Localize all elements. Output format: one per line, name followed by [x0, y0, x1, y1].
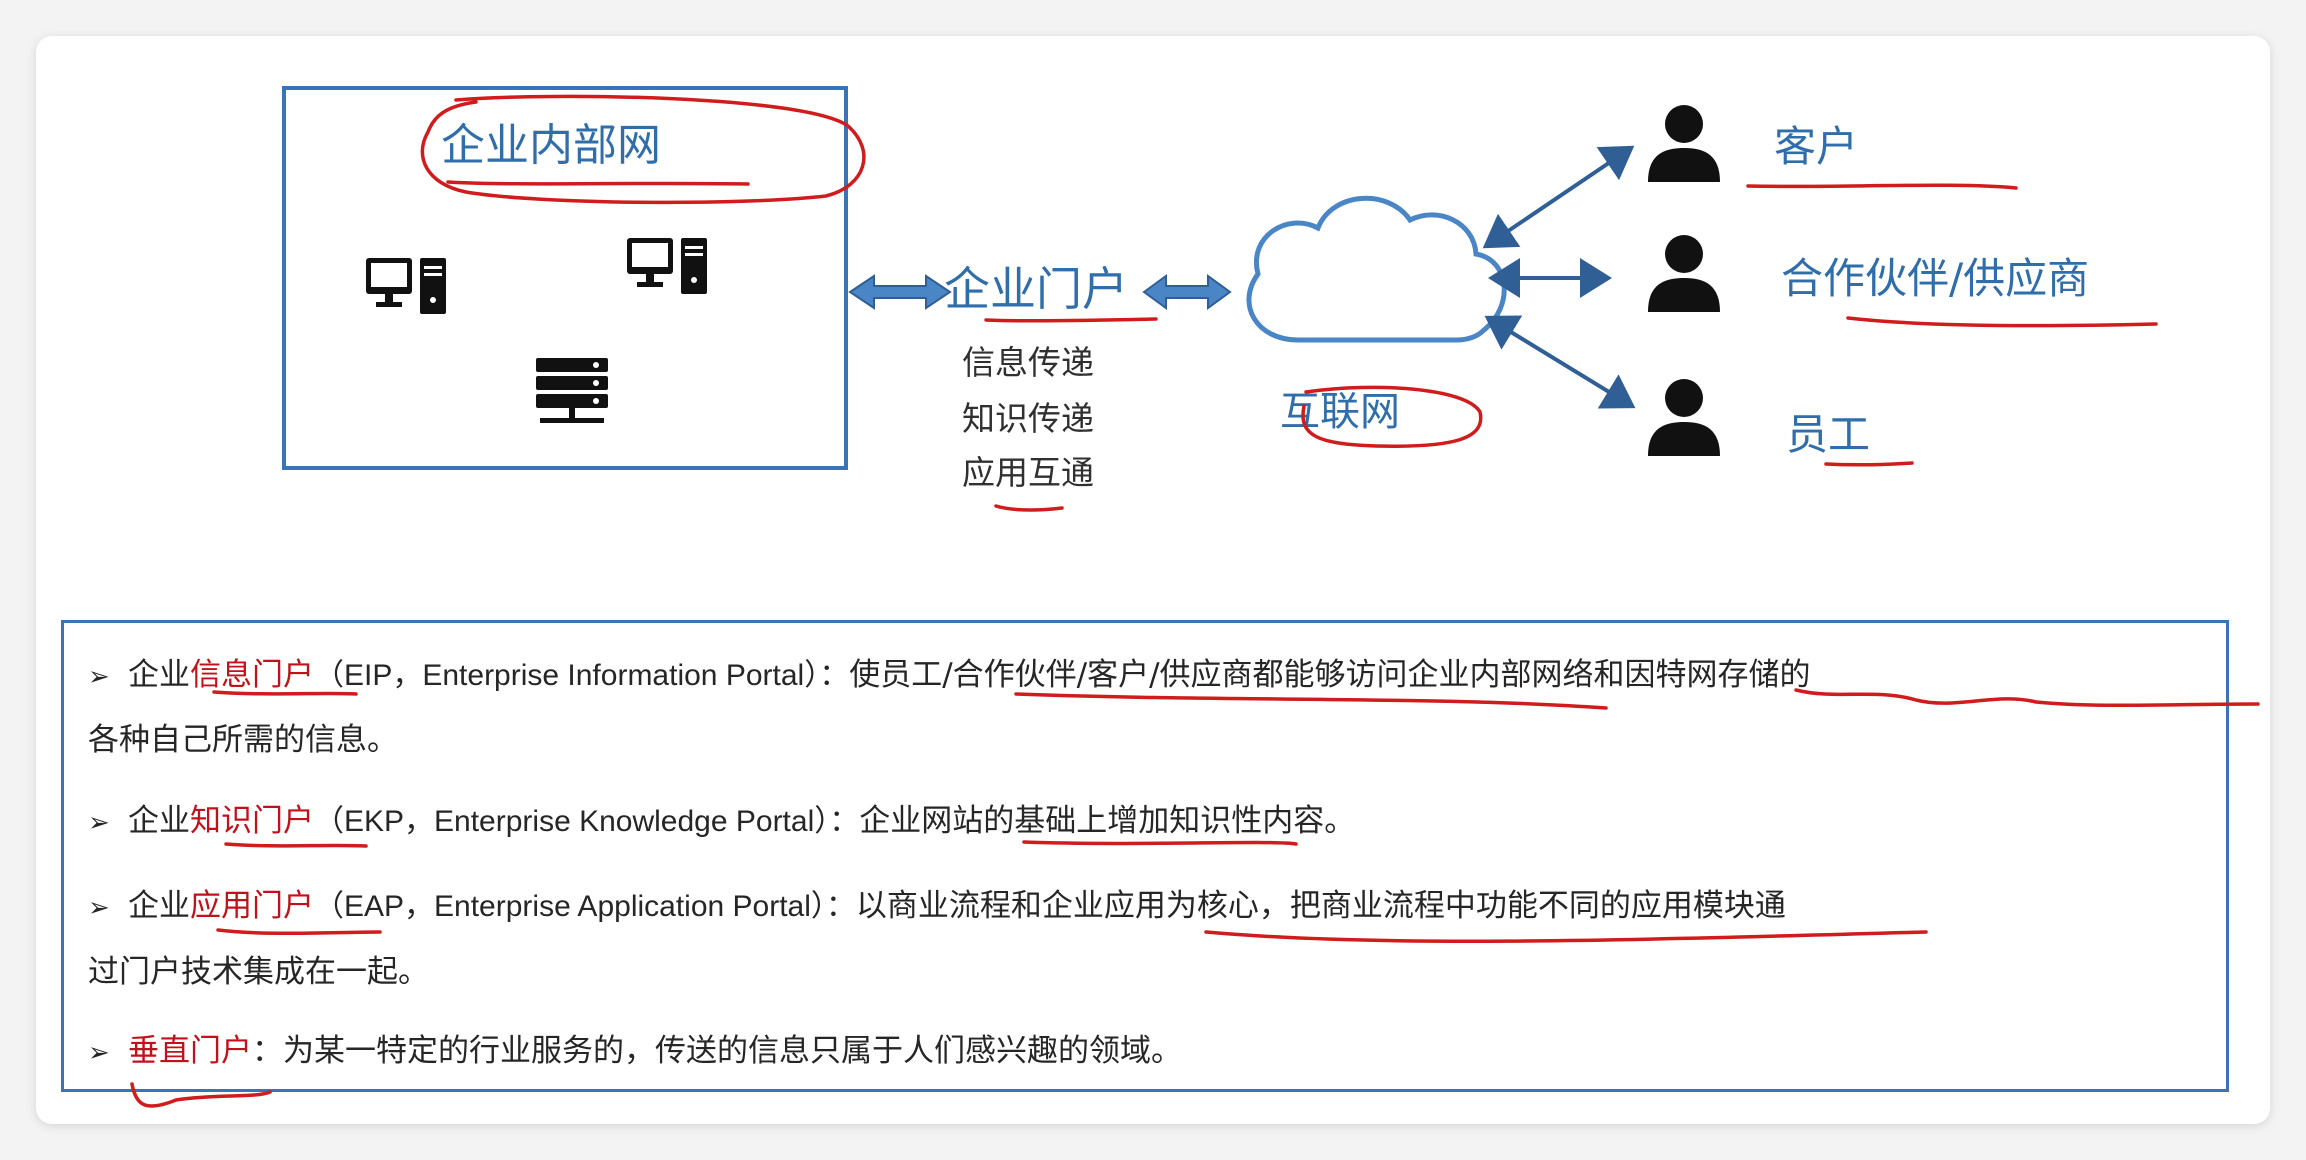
definition-abbrev: （EKP，Enterprise Knowledge Portal）：	[314, 805, 860, 838]
definition-desc: 使员工/合作伙伴/客户/供应商都能够访问企业内部网络和因特网存储的	[849, 657, 1811, 693]
cloud-icon	[1246, 195, 1507, 343]
definition-prefix: 企业	[128, 888, 190, 924]
double-arrow-intranet-portal	[848, 274, 952, 310]
portal-function-knowledge: 知识传递	[962, 399, 1094, 438]
definition-term: 知识门户	[190, 803, 314, 839]
definition-abbrev: （EAP，Enterprise Application Portal）：	[314, 890, 856, 923]
double-arrow-portal-internet	[1142, 274, 1232, 310]
arrow-to-customer	[1482, 145, 1635, 249]
definition-prefix: 企业	[128, 657, 190, 693]
portal-function-application: 应用互通	[962, 453, 1094, 492]
definition-desc: 以商业流程和企业应用为核心，把商业流程中功能不同的应用模块通	[855, 888, 1786, 924]
user-customer-label: 客户	[1774, 122, 1859, 171]
definition-desc: 为某一特定的行业服务的，传送的信息只属于人们感兴趣的领域。	[283, 1033, 1182, 1069]
definition-term: 应用门户	[190, 888, 314, 924]
definition-term: 垂直门户	[128, 1033, 252, 1069]
bullet-arrow-icon: ➢	[88, 1038, 110, 1068]
slide: 企业内部网 企业门户 信息传递 知识传递 应用互通 互联网 客户 合作伙伴/供应…	[36, 36, 2270, 1124]
definition-abbrev: ：	[252, 1033, 283, 1069]
intranet-frame	[282, 86, 848, 470]
definition-eap: ➢ 企业应用门户（EAP，Enterprise Application Porta…	[88, 891, 1786, 922]
user-employee-label: 员工	[1786, 410, 1871, 459]
person-icon	[1648, 105, 1720, 182]
intranet-label: 企业内部网	[441, 120, 661, 171]
definition-ekp: ➢ 企业知识门户（EKP，Enterprise Knowledge Portal）…	[88, 806, 1355, 837]
user-partner-label: 合作伙伴/供应商	[1781, 254, 2090, 303]
bullet-arrow-icon: ➢	[88, 662, 110, 692]
desktop-computer-icon	[627, 238, 707, 294]
bullet-arrow-icon: ➢	[88, 808, 110, 838]
bullet-arrow-icon: ➢	[88, 893, 110, 923]
definitions-box: ➢企业信息门户（EIP，Enterprise Information Porta…	[61, 620, 2229, 1092]
portal-diagram: 企业内部网 企业门户 信息传递 知识传递 应用互通 互联网 客户 合作伙伴/供应…	[36, 36, 2270, 616]
arrow-to-employee	[1484, 315, 1636, 409]
internet-label: 互联网	[1280, 389, 1400, 435]
definition-vertical: ➢ 垂直门户：为某一特定的行业服务的，传送的信息只属于人们感兴趣的领域。	[88, 1036, 1182, 1067]
person-icon	[1648, 235, 1720, 312]
definition-desc: 企业网站的基础上增加知识性内容。	[859, 803, 1356, 839]
definition-term: 信息门户	[190, 657, 314, 693]
definition-eap-cont: 过门户技术集成在一起。	[88, 954, 429, 990]
desktop-computer-icon	[366, 258, 446, 314]
definition-prefix: 企业	[128, 803, 190, 839]
portal-function-info: 信息传递	[962, 343, 1094, 382]
portal-label: 企业门户	[944, 262, 1128, 316]
definition-eip-cont: 各种自己所需的信息。	[88, 722, 398, 758]
server-rack-icon	[536, 358, 608, 423]
definition-abbrev: （EIP，Enterprise Information Portal）：	[314, 659, 850, 692]
diagram-graphics	[282, 86, 1720, 470]
definition-eip: ➢ 企业信息门户（EIP，Enterprise Information Porta…	[88, 660, 1811, 691]
person-icon	[1648, 379, 1720, 456]
